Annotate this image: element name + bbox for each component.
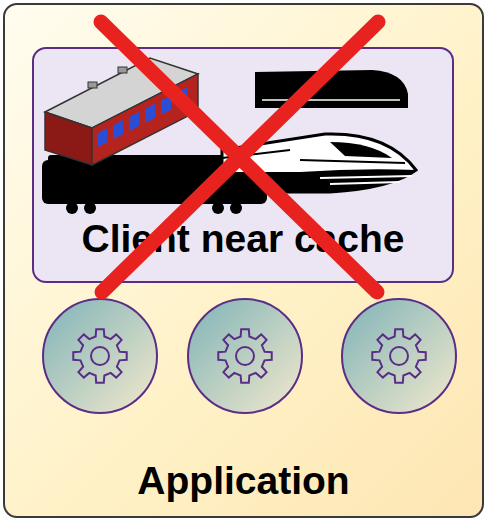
cache-box: Client near cache — [32, 47, 454, 283]
application-box: Application Client near cache — [3, 3, 484, 518]
container-label: Application — [5, 459, 482, 504]
box-label: Client near cache — [34, 217, 452, 262]
